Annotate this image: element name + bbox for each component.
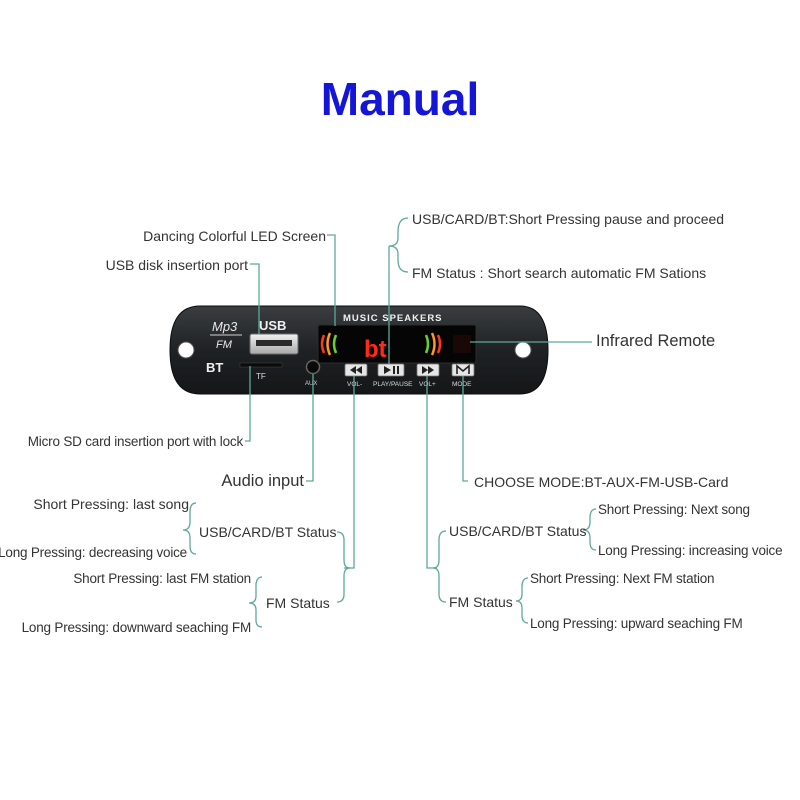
button-label-play-pause: PLAY/PAUSE — [373, 381, 413, 388]
label-left-long-fm: Long Pressing: downward seaching FM — [21, 620, 252, 635]
mount-hole-left — [177, 341, 195, 359]
ir-receiver — [453, 335, 471, 353]
bt-label: BT — [206, 360, 223, 375]
label-left-short-song: Short Pressing: last song — [33, 496, 189, 512]
leader-lines — [182, 217, 597, 628]
button-vol-minus[interactable] — [344, 363, 368, 377]
page-title: Manual — [320, 73, 480, 125]
label-right-usb-status: USB/CARD/BT Status — [449, 523, 587, 539]
button-mode[interactable] — [451, 363, 475, 377]
label-left-fm-status: FM Status — [266, 595, 330, 611]
button-label-mode: MODE — [452, 381, 472, 388]
button-play-pause[interactable] — [377, 363, 405, 377]
logo-mp3: Mp3 — [212, 319, 238, 334]
button-vol-plus[interactable] — [416, 363, 440, 377]
label-infrared-remote: Infrared Remote — [596, 332, 716, 350]
label-usb-card-bt-play: USB/CARD/BT:Short Pressing pause and pro… — [412, 211, 725, 227]
label-led-screen: Dancing Colorful LED Screen — [143, 228, 326, 244]
label-choose-mode: CHOOSE MODE:BT-AUX-FM-USB-Card — [474, 474, 729, 490]
label-right-short-fm: Short Pressing: Next FM station — [530, 571, 715, 586]
label-audio-input: Audio input — [221, 472, 304, 490]
usb-label: USB — [259, 318, 286, 333]
label-right-long-voice: Long Pressing: increasing voice — [598, 543, 783, 558]
tf-label: TF — [256, 372, 266, 381]
led-digits: bt — [364, 336, 387, 363]
logo-fm: FM — [216, 339, 233, 351]
label-left-short-fm: Short Pressing: last FM station — [73, 571, 251, 586]
label-usb-port: USB disk insertion port — [105, 257, 248, 273]
led-display — [317, 324, 477, 364]
label-right-fm-status: FM Status — [449, 594, 513, 610]
label-right-long-fm: Long Pressing: upward seaching FM — [530, 616, 743, 631]
label-micro-sd: Micro SD card insertion port with lock — [27, 434, 243, 449]
aux-jack — [305, 359, 321, 375]
brand-text: MUSIC SPEAKERS — [343, 313, 443, 324]
label-right-short-song: Short Pressing: Next song — [598, 502, 750, 517]
mount-hole-right — [514, 341, 532, 359]
aux-label: AUX — [305, 381, 317, 387]
tf-slot — [239, 362, 283, 368]
label-left-long-voice: Long Pressing: decreasing voice — [0, 545, 187, 560]
label-left-usb-status: USB/CARD/BT Status — [199, 524, 337, 540]
label-fm-play: FM Status : Short search automatic FM Sa… — [412, 265, 707, 281]
